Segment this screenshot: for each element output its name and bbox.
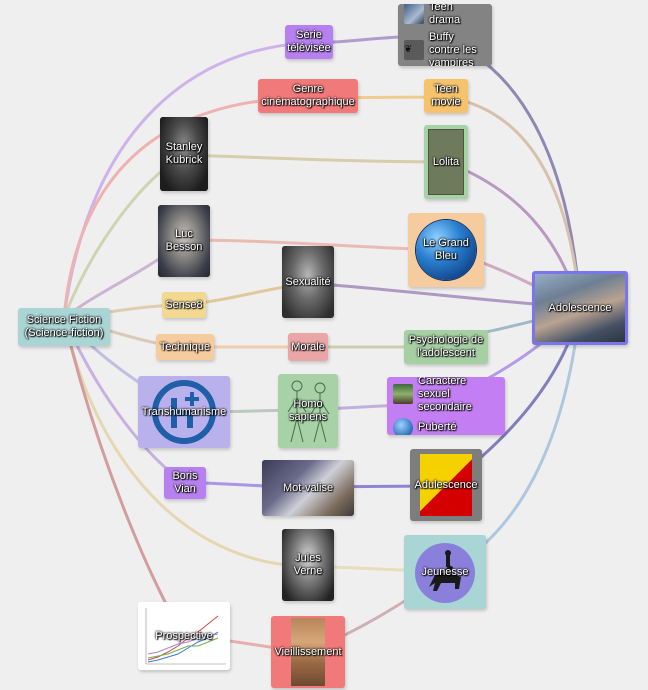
node-adolescence[interactable]: Adolescence bbox=[532, 271, 628, 345]
node-group-teen[interactable]: Teen drama ❦ Buffy contre les vampires bbox=[398, 4, 492, 66]
node-label: Homo sapiens bbox=[289, 398, 327, 423]
node-label: Mot-valise bbox=[282, 481, 334, 494]
node-label: Vieillissement bbox=[274, 645, 342, 658]
portrait-image bbox=[158, 205, 210, 277]
node-transhumanisme[interactable]: Transhumanisme bbox=[138, 376, 230, 448]
line-chart-image bbox=[138, 602, 230, 670]
node-morale[interactable]: Morale bbox=[288, 333, 328, 361]
node-label: Morale bbox=[291, 340, 325, 353]
spoon-fork-photo bbox=[262, 460, 354, 516]
transhumanism-logo-icon bbox=[152, 380, 216, 444]
node-label: Jules Verne bbox=[293, 552, 323, 577]
list-item-teen-drama[interactable]: Teen drama bbox=[404, 4, 486, 27]
node-homo-sapiens[interactable]: Homo sapiens bbox=[278, 374, 338, 448]
node-label: Genre cinématographique bbox=[261, 83, 355, 108]
painting-image bbox=[291, 618, 325, 686]
book-cover-image bbox=[428, 129, 464, 195]
node-teen-movie[interactable]: Teen movie bbox=[424, 79, 468, 113]
node-adulescence[interactable]: Adulescence bbox=[410, 449, 482, 521]
node-prospective[interactable]: Prospective bbox=[138, 602, 230, 670]
node-stanley-kubrick[interactable]: Stanley Kubrick bbox=[160, 117, 208, 191]
node-genre-cinematographique[interactable]: Genre cinématographique bbox=[258, 79, 358, 113]
node-boris-vian[interactable]: Boris Vian bbox=[164, 467, 206, 499]
node-label: Lolita bbox=[432, 155, 460, 168]
node-sense8[interactable]: Sense8 bbox=[162, 292, 206, 318]
node-label: Transhumanisme bbox=[141, 405, 227, 418]
node-jules-verne[interactable]: Jules Verne bbox=[282, 529, 334, 601]
horse-rider-icon bbox=[429, 550, 461, 591]
item-label: Puberté bbox=[418, 421, 457, 433]
node-technique[interactable]: Technique bbox=[156, 334, 214, 360]
list-item-buffy[interactable]: ❦ Buffy contre les vampires bbox=[404, 30, 486, 67]
node-group-caractere[interactable]: Caractère sexuel secondaire Puberté bbox=[387, 377, 505, 435]
globe-icon bbox=[416, 220, 476, 280]
human-figures-image bbox=[287, 380, 330, 443]
item-label: Caractère sexuel secondaire bbox=[418, 377, 472, 413]
node-label: Prospective bbox=[155, 629, 213, 642]
node-label: Stanley Kubrick bbox=[165, 141, 203, 166]
node-science-fiction[interactable]: Science Fiction (Science-fiction) bbox=[18, 308, 110, 346]
node-psychologie[interactable]: Psychologie de l'adolescent bbox=[404, 330, 488, 364]
node-label: Le Grand Bleu bbox=[423, 237, 469, 262]
node-label: Boris Vian bbox=[172, 470, 198, 495]
caractere-thumbnail bbox=[393, 384, 413, 404]
puberte-globe-icon bbox=[393, 417, 413, 435]
node-label: Science Fiction (Science-fiction) bbox=[24, 314, 104, 339]
portrait-image bbox=[282, 246, 334, 318]
node-luc-besson[interactable]: Luc Besson bbox=[158, 205, 210, 277]
edge-kubrick-lolita bbox=[182, 153, 448, 164]
node-label: Adulescence bbox=[414, 478, 478, 491]
node-le-grand-bleu[interactable]: Le Grand Bleu bbox=[408, 213, 484, 287]
item-label: Buffy contre les vampires bbox=[429, 30, 477, 67]
teen-drama-thumbnail bbox=[404, 4, 424, 24]
node-label: Sexualité bbox=[285, 275, 331, 288]
edge-sf-jules bbox=[62, 316, 310, 568]
node-label: Luc Besson bbox=[165, 228, 203, 253]
node-label: Série télévisée bbox=[287, 29, 331, 54]
node-lolita[interactable]: Lolita bbox=[424, 125, 468, 199]
node-label: Adolescence bbox=[548, 301, 612, 314]
node-label: Jeunesse bbox=[421, 565, 469, 578]
node-sexualite[interactable]: Sexualité bbox=[282, 246, 334, 318]
yellow-red-card-image bbox=[420, 454, 472, 516]
edge-teenmovie-adolescence bbox=[444, 95, 582, 310]
node-label: Sense8 bbox=[165, 298, 203, 311]
buffy-logo-thumbnail: ❦ bbox=[404, 40, 424, 60]
node-serie-televisee[interactable]: Série télévisée bbox=[285, 25, 333, 59]
portrait-image bbox=[282, 529, 334, 601]
node-label: Technique bbox=[159, 340, 211, 353]
group-photo-image bbox=[535, 274, 625, 342]
node-label: Psychologie de l'adolescent bbox=[408, 334, 484, 359]
list-item-caractere[interactable]: Caractère sexuel secondaire bbox=[393, 377, 499, 414]
node-mot-valise[interactable]: Mot-valise bbox=[262, 460, 354, 516]
portrait-image bbox=[160, 117, 208, 191]
node-vieillissement[interactable]: Vieillissement bbox=[271, 616, 345, 688]
list-item-puberte[interactable]: Puberté bbox=[393, 417, 457, 435]
node-label: Teen movie bbox=[431, 83, 461, 108]
node-jeunesse[interactable]: Jeunesse bbox=[404, 535, 486, 609]
item-label: Teen drama bbox=[429, 4, 461, 26]
